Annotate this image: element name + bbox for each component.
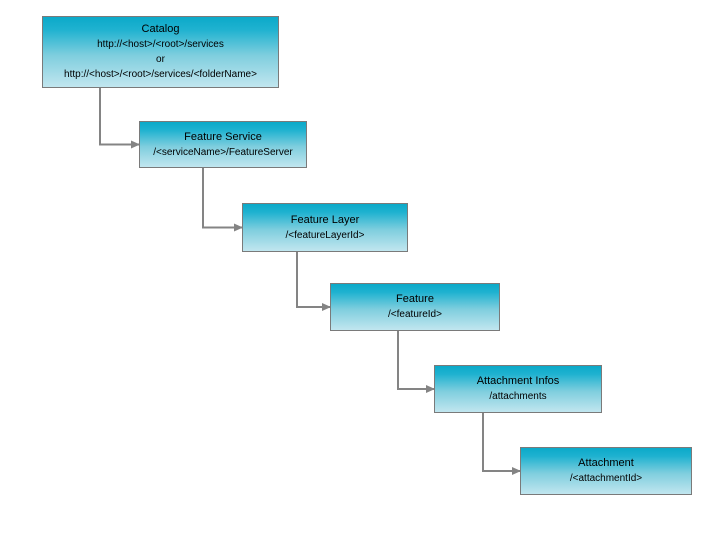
connector-feature-to-attachment-infos [397,331,435,393]
node-catalog: Catalog http://<host>/<root>/services or ht… [42,16,279,88]
node-feature-service: Feature Service /<serviceName>/FeatureSer… [139,121,307,168]
node-attachment-infos: Attachment Infos/attachments [434,365,602,413]
node-subtitle-line: /<attachmentId> [569,473,643,484]
node-title: Attachment [578,457,634,469]
node-subtitle-line: /attachments [489,391,547,402]
node-subtitle-line: /<serviceName>/FeatureServer [153,146,293,158]
node-subtitle-line: http://<host>/<root>/services [97,39,224,50]
connector-feature-layer-to-feature [296,252,331,311]
node-subtitle-line: /<featureId> [388,309,442,320]
node-title: Feature Layer [290,213,360,226]
node-feature-layer: Feature Layer /<featureLayerId> [242,203,408,252]
node-subtitle-line: /<featureLayerId> [285,229,365,241]
node-title: Catalog [141,23,180,35]
connector-feature-service-to-feature-layer [202,168,243,232]
connector-catalog-to-feature-service [99,88,140,149]
node-title: Attachment Infos [476,375,560,387]
node-subtitle-line: or [156,54,165,65]
connector-attachment-infos-to-attachment [482,413,521,475]
node-feature: Feature /<featureId> [330,283,500,331]
node-title: Feature [396,293,434,305]
node-attachment: Attachment /<attachmentId> [520,447,692,495]
node-title: Feature Service [184,130,262,143]
node-subtitle-line: http://<host>/<root>/services/<folderNam… [64,69,257,80]
